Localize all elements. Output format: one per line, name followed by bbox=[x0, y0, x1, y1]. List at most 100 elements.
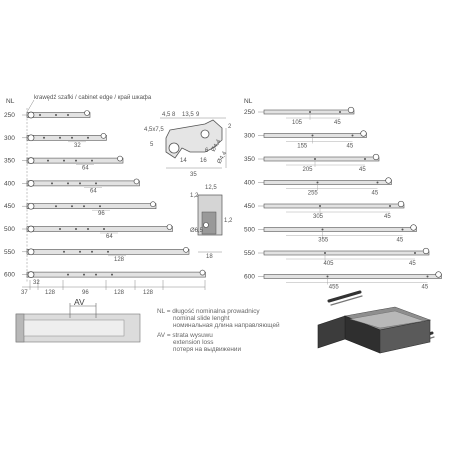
nl-label-right: NL bbox=[244, 98, 253, 105]
left-hole-dim: 32 bbox=[74, 143, 81, 149]
right-rail bbox=[263, 274, 442, 279]
rail-wheel bbox=[27, 248, 35, 256]
rail-hole bbox=[87, 228, 89, 230]
right-dim-45: 45 bbox=[384, 214, 391, 220]
right-rail bbox=[263, 156, 380, 162]
left-length-label: 250 bbox=[4, 112, 15, 119]
right-length-label: 450 bbox=[244, 203, 255, 210]
rail-hole bbox=[426, 275, 429, 278]
rail-hole bbox=[111, 273, 113, 276]
left-length-label: 500 bbox=[4, 226, 15, 233]
rail-hole bbox=[414, 252, 416, 254]
rail-hole bbox=[79, 250, 81, 253]
right-dim-a: 205 bbox=[303, 167, 314, 173]
left-length-label: 550 bbox=[4, 249, 15, 256]
rail-wheel bbox=[27, 157, 35, 164]
rail-end-roller bbox=[360, 130, 367, 137]
rail-hole bbox=[71, 205, 73, 208]
rail-hole bbox=[47, 159, 49, 162]
rail-hole bbox=[321, 228, 324, 231]
drawer-with-slides-illustration bbox=[317, 290, 435, 354]
right-length-label: 550 bbox=[244, 250, 255, 257]
av-drawer-front bbox=[15, 313, 25, 343]
bottom-dim-128b: 128 bbox=[114, 290, 125, 296]
rail-hole bbox=[75, 159, 77, 162]
rail-hole bbox=[376, 181, 379, 184]
right-dim-a: 105 bbox=[292, 120, 303, 126]
av-rail bbox=[23, 319, 125, 337]
left-rail bbox=[26, 203, 157, 209]
right-rail bbox=[263, 133, 367, 138]
bottom-dim-96: 96 bbox=[82, 290, 89, 296]
legend-av-line2: extension loss bbox=[173, 339, 214, 346]
profile-dim-4-5x7-5: 4,5x7,5 bbox=[144, 127, 164, 133]
section-dim-1-2a: 1,2 bbox=[190, 193, 199, 199]
right-rail bbox=[263, 180, 392, 185]
bottom-dim-128c: 128 bbox=[143, 290, 154, 296]
rail-end-roller bbox=[199, 269, 206, 276]
right-length-label: 250 bbox=[244, 109, 255, 116]
left-slide-lengths-drawing: NL krawędź szafki / cabinet edge / край … bbox=[4, 94, 206, 296]
rail-end-roller bbox=[372, 153, 380, 161]
rail-hole bbox=[339, 111, 341, 113]
rail-hole bbox=[51, 182, 53, 185]
rail-hole bbox=[364, 158, 366, 160]
rail-end-roller bbox=[422, 247, 430, 255]
section-dim-18: 18 bbox=[206, 254, 213, 260]
cabinet-edge-label: krawędź szafki / cabinet edge / край шка… bbox=[34, 94, 152, 101]
profile-wheel bbox=[168, 142, 180, 154]
rail-end-roller bbox=[385, 177, 392, 184]
slide-profile-cross-section: 4,5 8 13,5 9 4,5x7,5 5 14 16 6 35 2 Ø4,4… bbox=[144, 112, 232, 178]
right-length-label: 600 bbox=[244, 274, 255, 281]
right-rail bbox=[263, 250, 430, 256]
rail-end-roller bbox=[133, 178, 140, 185]
rail-hole bbox=[79, 182, 81, 185]
rail-hole bbox=[83, 273, 85, 276]
av-label: AV bbox=[74, 297, 85, 307]
right-length-label: 400 bbox=[244, 180, 255, 187]
rail-wheel bbox=[27, 202, 35, 210]
right-length-label: 500 bbox=[244, 227, 255, 234]
rail-hole bbox=[107, 250, 109, 253]
rail-hole bbox=[95, 273, 97, 276]
rail-end-roller bbox=[435, 271, 442, 278]
rail-hole bbox=[87, 136, 89, 139]
rail-hole bbox=[95, 182, 97, 185]
left-rail bbox=[26, 226, 173, 232]
profile-dim-8: 8 bbox=[172, 112, 176, 118]
left-rail-row: 600 bbox=[4, 269, 206, 279]
rail-hole bbox=[324, 252, 326, 254]
right-dim-a: 455 bbox=[329, 285, 340, 291]
profile-dim-hole-b: Ø4,4 bbox=[217, 150, 229, 165]
rail-hole bbox=[55, 205, 57, 208]
legend-nl-line2: nominal slide lenght bbox=[173, 315, 230, 322]
left-length-label: 400 bbox=[4, 180, 15, 187]
right-dim-45: 45 bbox=[347, 144, 354, 150]
rail-hole bbox=[71, 136, 73, 139]
profile-dim-16: 16 bbox=[200, 158, 207, 164]
left-rail bbox=[26, 112, 91, 118]
profile-dim-35: 35 bbox=[190, 172, 197, 178]
right-dim-a: 405 bbox=[324, 261, 335, 267]
left-hole-dim: 64 bbox=[82, 166, 89, 172]
rail-hole bbox=[314, 158, 316, 160]
profile-dim-14: 14 bbox=[180, 158, 187, 164]
rail-end-roller bbox=[100, 133, 107, 139]
left-bottom-dimension-chain: 37 32 128 96 128 128 bbox=[21, 280, 206, 296]
rail-hole bbox=[351, 134, 354, 137]
right-dim-45: 45 bbox=[334, 120, 341, 126]
rail-end-roller bbox=[166, 224, 173, 230]
section-screw bbox=[203, 222, 209, 228]
rail-end-roller bbox=[84, 110, 90, 116]
rail-hole bbox=[43, 136, 45, 139]
right-length-label: 300 bbox=[244, 133, 255, 140]
